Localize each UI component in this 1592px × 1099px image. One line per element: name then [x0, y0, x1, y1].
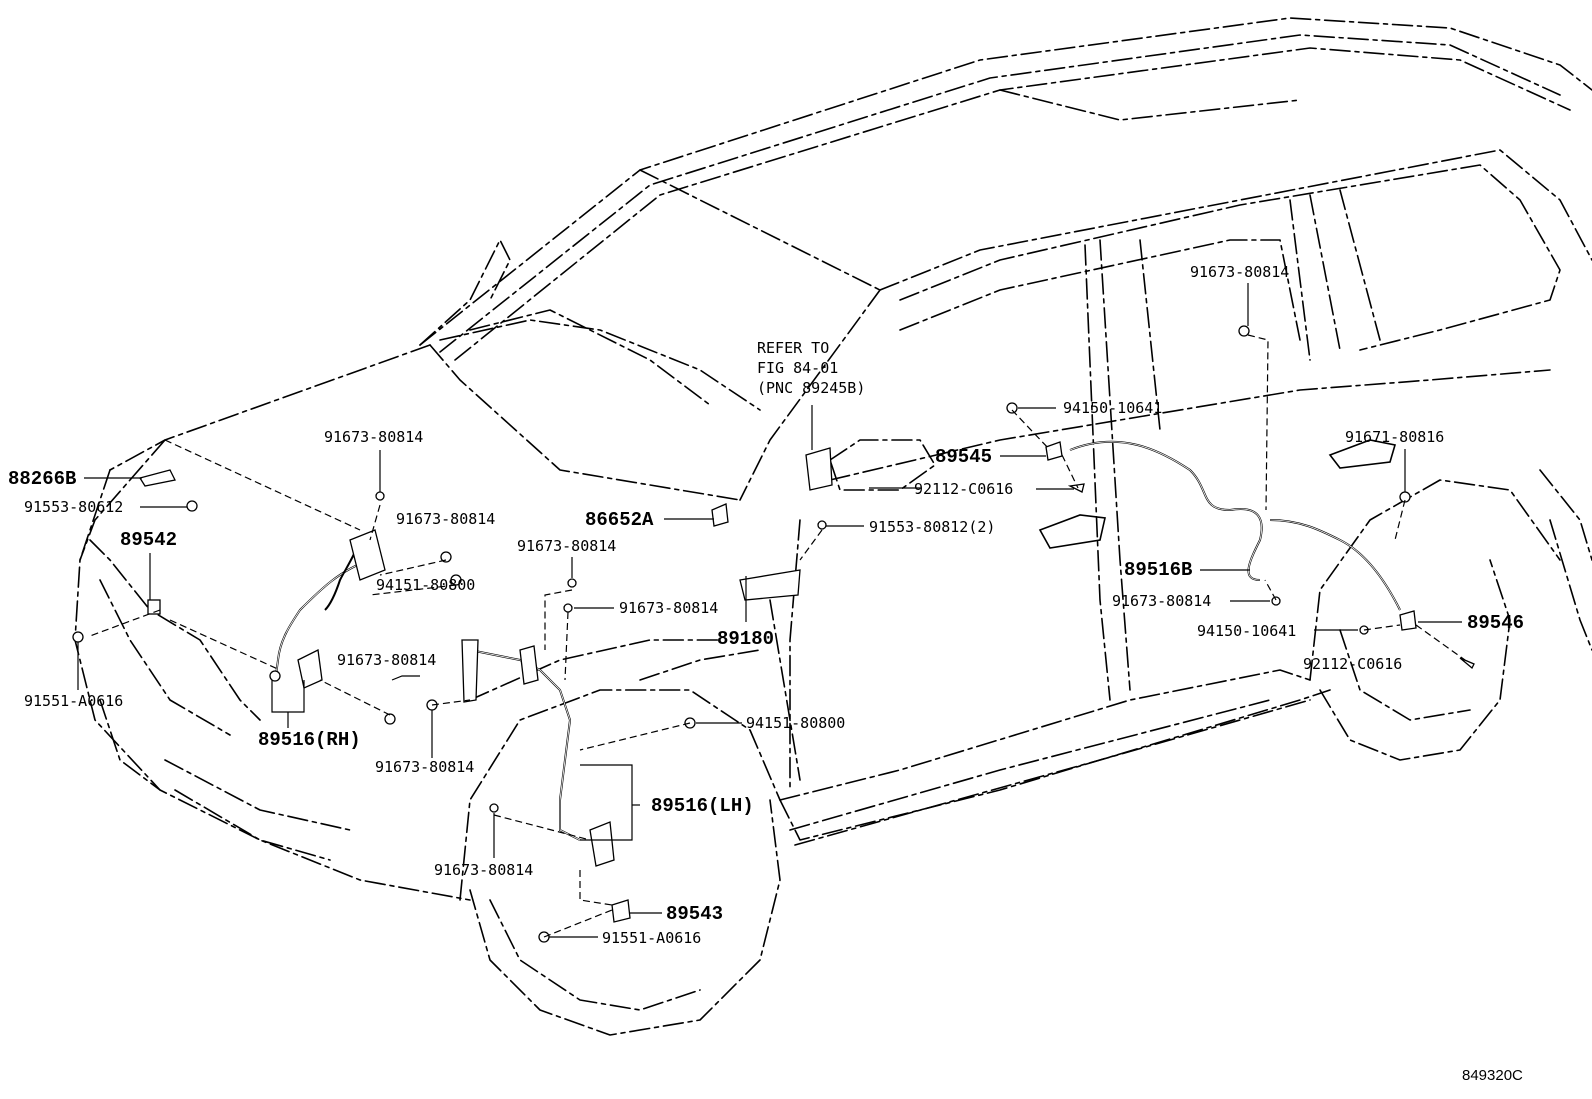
label-91553-80612: 91553-80612 [24, 498, 123, 516]
label-89546: 89546 [1467, 612, 1524, 634]
label-91673-rear-top: 91673-80814 [1190, 263, 1289, 281]
figure-code: 849320C [1462, 1067, 1523, 1084]
label-89516b: 89516B [1124, 559, 1192, 581]
label-92112-c0616-top: 92112-C0616 [914, 480, 1013, 498]
note-line-3: (PNC 89245B) [757, 379, 865, 397]
label-94150-10641-top: 94150-10641 [1063, 399, 1162, 417]
label-91673-rear-low: 91673-80814 [1112, 592, 1211, 610]
vehicle-outline [74, 17, 1592, 1036]
label-94151-80800-b: 94151-80800 [746, 714, 845, 732]
label-92112-c0616-low: 92112-C0616 [1303, 655, 1402, 673]
label-91551-a0616-bottom: 91551-A0616 [602, 929, 701, 947]
label-91673-mid-2: 91673-80814 [619, 599, 718, 617]
leader-lines [77, 283, 1462, 938]
label-91551-a0616-left: 91551-A0616 [24, 692, 123, 710]
note-line-1: REFER TO [757, 339, 829, 357]
label-94150-10641-low: 94150-10641 [1197, 622, 1296, 640]
label-89545: 89545 [935, 446, 992, 468]
label-91553-80812: 91553-80812(2) [869, 518, 995, 536]
label-89543: 89543 [666, 903, 723, 925]
abs-wire-rear [1069, 440, 1401, 611]
label-91673-front-low: 91673-80814 [375, 758, 474, 776]
label-89542: 89542 [120, 529, 177, 551]
label-91673-wheel: 91673-80814 [434, 861, 533, 879]
label-94151-80800-a: 94151-80800 [376, 576, 475, 594]
label-88266b: 88266B [8, 468, 76, 490]
label-91671-80816: 91671-80816 [1345, 428, 1444, 446]
reference-note: REFER TO FIG 84-01 (PNC 89245B) [757, 339, 865, 397]
label-91673-front-3: 91673-80814 [337, 651, 436, 669]
label-89516-lh: 89516(LH) [651, 795, 754, 817]
note-line-2: FIG 84-01 [757, 359, 838, 377]
label-89180: 89180 [717, 628, 774, 650]
alignment-lines [89, 334, 1466, 938]
label-89516-rh: 89516(RH) [258, 729, 361, 751]
label-91673-top-front: 91673-80814 [324, 428, 423, 446]
label-91673-front-2: 91673-80814 [396, 510, 495, 528]
label-91673-mid-1: 91673-80814 [517, 537, 616, 555]
label-86652a: 86652A [585, 509, 654, 531]
part-shapes [72, 325, 1475, 943]
part-labels: 88266B 91553-80612 89542 91551-A0616 895… [8, 263, 1524, 947]
